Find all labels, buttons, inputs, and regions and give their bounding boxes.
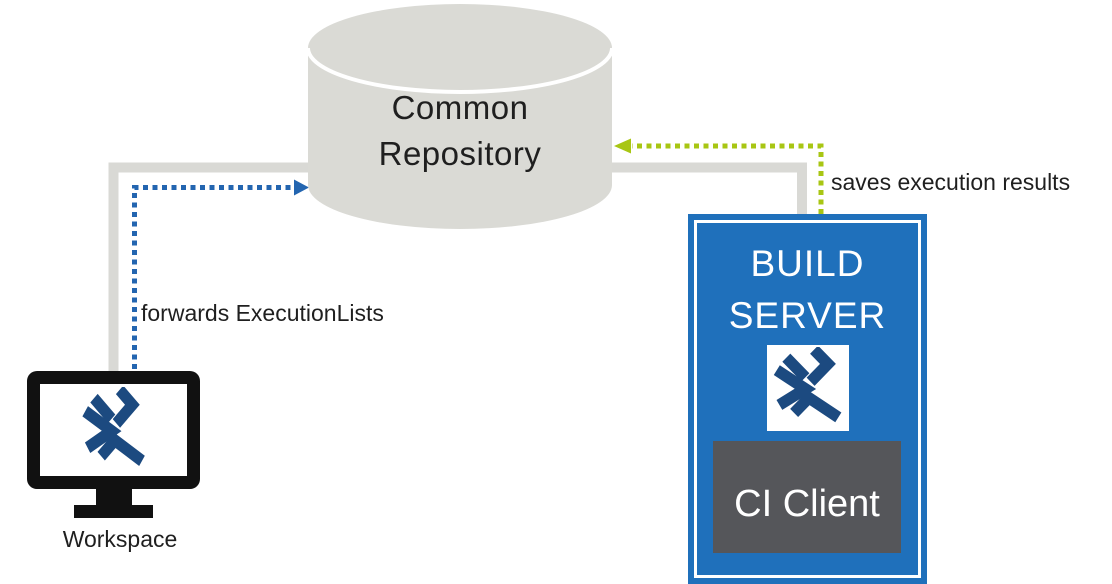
common-repository-node: Common Repository [308, 2, 612, 229]
database-cylinder-shape [308, 4, 612, 229]
connector-buildserver-repository [611, 162, 807, 216]
common-repository-label: Common Repository [378, 89, 542, 172]
arrow-saves-execution-results [632, 143, 824, 214]
ci-client-box: CI Client [713, 441, 901, 553]
arrow-forwards-executionlists [132, 185, 295, 369]
edge-label-forwards-executionlists: forwards ExecutionLists [141, 300, 384, 326]
edge-label-saves-execution-results: saves execution results [831, 169, 1071, 195]
ci-client-label: CI Client [734, 482, 880, 525]
tosca-logo-icon [773, 347, 841, 423]
workspace-label: Workspace [62, 526, 178, 552]
build-server-node: BUILD SERVER CI Client [688, 214, 927, 584]
connector-workspace-repository [108, 162, 309, 371]
monitor-stand-neck [96, 488, 132, 506]
monitor-frame [27, 371, 200, 489]
build-server-title: BUILD SERVER [728, 243, 887, 336]
build-server-logo-tile [766, 345, 849, 431]
monitor-stand-base [74, 505, 153, 518]
tosca-logo-icon [81, 387, 145, 466]
arrow-saves-arrowhead [614, 138, 631, 154]
arrow-forwards-arrowhead [294, 179, 309, 196]
